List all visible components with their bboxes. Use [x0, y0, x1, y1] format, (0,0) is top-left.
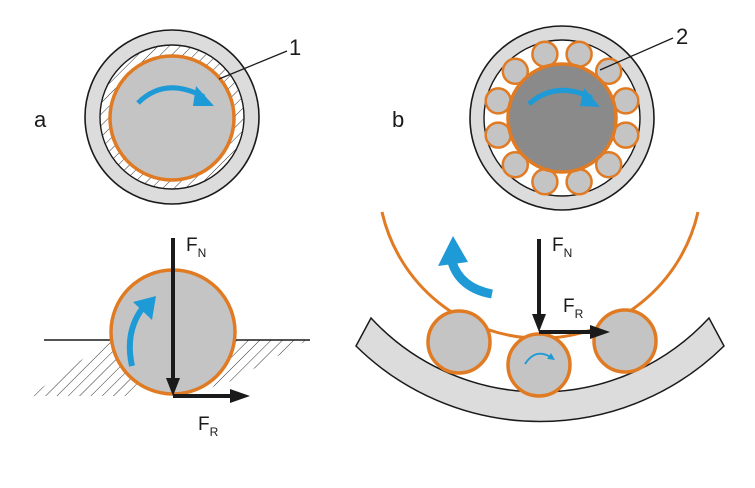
friction-force-label: FR [563, 296, 584, 321]
friction-force-label: FR [198, 414, 219, 439]
outer-race-segment [355, 316, 725, 423]
rolling-contact [355, 211, 725, 423]
friction-force-arrowhead-icon [590, 325, 610, 339]
callout-1: 1 [289, 35, 301, 60]
panel-label-a: a [34, 107, 47, 132]
rotation-arrowhead-icon [133, 296, 156, 320]
callout-line-1 [218, 50, 288, 80]
sliding-contact [30, 238, 310, 403]
plain-bearing [84, 29, 260, 205]
friction-force-arrowhead-icon [230, 389, 250, 403]
roller-center [506, 332, 572, 398]
panel-label-b: b [392, 107, 404, 132]
callout-2: 2 [676, 24, 688, 49]
shaft [108, 54, 236, 182]
roller-right [592, 308, 658, 374]
roller-rotation-arrow-icon [524, 352, 555, 365]
roller-left [426, 309, 492, 375]
race-rotation-arrow-icon [447, 260, 493, 299]
normal-force-arrowhead-icon [532, 314, 546, 332]
roller-set [484, 40, 640, 196]
normal-force-label: FN [552, 235, 572, 260]
normal-force-arrowhead-icon [166, 378, 180, 396]
ground-hatch [30, 340, 140, 396]
callout-line-2 [599, 37, 674, 71]
rotation-arrowhead-icon [193, 86, 214, 106]
race-rotation-arrowhead-icon [438, 236, 468, 266]
rolling-element [501, 57, 530, 86]
rolling-element [594, 57, 623, 86]
rotation-arrowhead-icon [580, 88, 600, 107]
ground-hatch-right [210, 340, 308, 392]
rolling-element [501, 150, 530, 179]
rolling-element [594, 150, 623, 179]
inner-race [506, 62, 618, 174]
normal-force-label: FN [186, 235, 206, 260]
rolling-bearing [469, 25, 655, 211]
